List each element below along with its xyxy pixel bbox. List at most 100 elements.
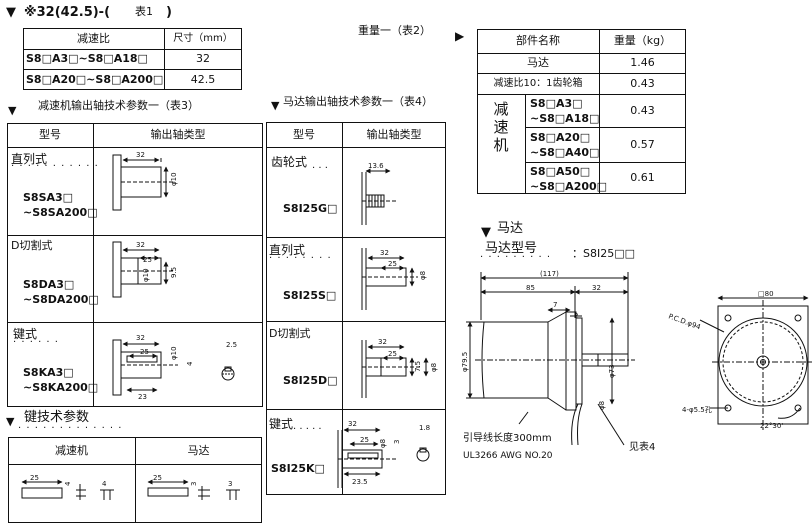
dim-label: 3: [190, 482, 198, 486]
table1-row-ratio: S8□A20□~S8□A200□: [26, 72, 164, 86]
table2-reducer-label: 减 速 机: [477, 100, 525, 154]
lead-wire-label: 引导线长度300mm: [463, 433, 552, 444]
dotted-rule: · · · · ·: [293, 424, 322, 435]
dotted-rule: · · · · · · · · · · ·: [11, 161, 99, 172]
dim-label: φ10: [170, 346, 178, 360]
see-table-note: 见表4: [629, 442, 656, 453]
dim-label: 7: [553, 301, 557, 309]
table2-header-weight: 重量（kg）: [613, 34, 672, 48]
table1-title-tail: 表1: [135, 5, 153, 18]
motor-model-value: ：S8I25□□: [572, 247, 636, 260]
dim-label: 4: [102, 480, 107, 488]
table3-header-shaft: 输出轴类型: [150, 128, 206, 142]
motor-keyed-shaft-drawing: [337, 427, 430, 488]
reducer-char: 速: [493, 118, 509, 136]
dim-label: 4-φ5.5孔: [682, 406, 712, 414]
dotted-rule: · · ·: [312, 163, 328, 174]
dim-label: φ8: [430, 363, 438, 372]
table2-motor: 马达: [527, 56, 549, 70]
motor-straight-shaft-drawing: [361, 248, 418, 310]
key-params-header-motor: 马达: [187, 443, 210, 457]
dim-label: 32: [348, 420, 357, 428]
table3-type: D切割式: [11, 239, 53, 252]
triangle-down-icon: ▼: [481, 225, 491, 240]
table3-type: 直列式: [11, 152, 48, 166]
model-line: S8KA3□: [23, 366, 74, 379]
reducer-dcut-shaft-drawing: [112, 241, 175, 298]
table1-title: ※32(42.5)-(: [24, 5, 111, 20]
dim-label: 2.5: [226, 341, 237, 349]
table4-model: S8I25D□: [283, 374, 338, 387]
dim-label: 22°30': [760, 422, 783, 430]
model-line: ~S8SA200□: [23, 206, 98, 219]
reducer-model-line: ~S8□A18□: [530, 112, 600, 125]
dim-label: 9.5: [170, 267, 178, 278]
triangle-down-icon: ▼: [271, 99, 280, 112]
dim-label: 4: [186, 361, 194, 366]
dotted-rule: · · · · · ·: [13, 337, 59, 348]
dim-label: 32: [136, 241, 145, 249]
reducer-key-drawing: [21, 479, 114, 500]
table1-row-size: 42.5: [190, 72, 216, 86]
dim-label: 4: [64, 481, 72, 486]
table3-model: S8DA3□ ~S8DA200□: [23, 277, 99, 307]
dim-label: 25: [140, 348, 149, 356]
reducer-model-line: S8□A20□: [530, 131, 591, 144]
table2-gearbox: 减速比10：1齿轮箱: [493, 77, 583, 89]
dim-label: 85: [526, 284, 535, 292]
table1-header-ratio: 减速比: [77, 31, 110, 45]
table2-gearbox-weight: 0.43: [630, 76, 655, 90]
dim-label: 25: [388, 350, 397, 358]
dim-label: φ79.5: [461, 352, 469, 372]
table1-row-size: 32: [196, 52, 210, 66]
dim-label: φ10: [142, 268, 150, 282]
dim-label: 25: [388, 260, 397, 268]
triangle-down-icon: ▼: [6, 415, 15, 428]
lead-wire-spec: UL3266 AWG NO.20: [463, 451, 553, 461]
reducer-model-line: S8□A50□: [530, 165, 591, 178]
dim-label: 3: [228, 480, 232, 488]
dotted-rule: · · · · · · · · · · · · ·: [18, 423, 123, 434]
dim-label: 1.8: [419, 424, 430, 432]
table4-type: 键式: [269, 417, 294, 431]
dim-label: 25: [30, 474, 39, 482]
reducer-char: 机: [493, 136, 509, 154]
table2-title: 重量一（表2）: [358, 24, 431, 37]
dim-label: φ8: [419, 271, 427, 280]
reducer-model-line: ~S8□A200□: [530, 180, 608, 193]
dim-label: 7.5: [414, 361, 422, 372]
table3-model: S8KA3□ ~S8KA200□: [23, 365, 98, 395]
dim-label: 32: [136, 151, 145, 159]
dim-label: 32: [136, 334, 145, 342]
dim-label: 3: [393, 440, 401, 444]
dim-label: (117): [540, 270, 559, 278]
key-params-title: 键技术参数: [24, 410, 90, 425]
table4-type: D切割式: [269, 327, 311, 340]
dim-label: 13.6: [368, 162, 384, 170]
triangle-down-icon: ▼: [6, 5, 16, 20]
reducer-model-line: ~S8□A40□: [530, 146, 600, 159]
motor-gear-shaft-drawing: [361, 168, 396, 225]
table4-type: 齿轮式: [271, 155, 308, 169]
table2-reducer-weight: 0.61: [630, 171, 655, 185]
table2-reducer-model: S8□A50□ ~S8□A200□: [530, 164, 607, 194]
table2-reducer-weight: 0.57: [630, 137, 655, 151]
model-line: ~S8KA200□: [23, 381, 99, 394]
model-line: S8DA3□: [23, 278, 75, 291]
dim-label: φ8: [379, 439, 387, 448]
dim-label: 32: [380, 249, 389, 257]
reducer-keyed-shaft-drawing: [112, 339, 235, 396]
table2-reducer-model: S8□A3□ ~S8□A18□: [530, 96, 599, 126]
dotted-rule: · · · · · · · · ·: [480, 252, 552, 263]
model-line: ~S8DA200□: [23, 293, 99, 306]
table4-title: 马达输出轴技术参数一（表4）: [283, 95, 433, 108]
dotted-rule: · · · · · · · ·: [269, 253, 332, 264]
motor-title: 马达: [497, 221, 524, 236]
dim-label: 32: [378, 338, 387, 346]
motor-key-drawing: [147, 479, 240, 500]
motor-model-label: 马达型号: [485, 241, 538, 256]
table4-model: S8I25K□: [271, 462, 325, 475]
table3-type: 键式: [13, 327, 38, 341]
triangle-down-icon: ▼: [8, 104, 17, 117]
